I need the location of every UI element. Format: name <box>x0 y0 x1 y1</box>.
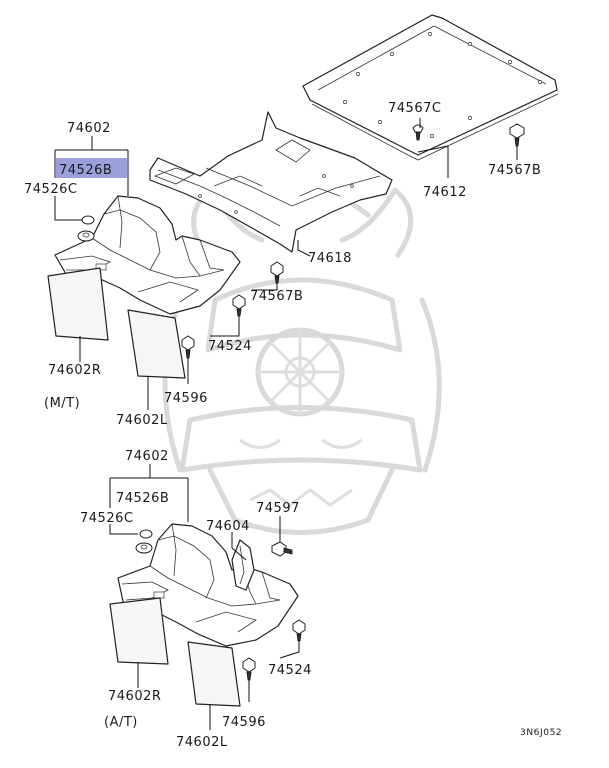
part-74612-carpet[interactable] <box>302 14 559 161</box>
label-mt-74567B-mid[interactable]: 74567B <box>250 289 303 304</box>
part-74602-at-floor-cover[interactable] <box>117 523 299 647</box>
part-74618-floor-insulator[interactable] <box>149 111 393 253</box>
label-mt-74524[interactable]: 74524 <box>208 339 252 354</box>
label-at-74602[interactable]: 74602 <box>125 449 169 464</box>
label-at-74596[interactable]: 74596 <box>222 715 266 730</box>
leader-lines <box>54 118 518 730</box>
part-74602L-at-pad[interactable] <box>187 641 241 707</box>
part-74526C-at-nut[interactable] <box>135 529 153 554</box>
label-mt-74526B[interactable]: 74526B <box>59 163 112 178</box>
part-74596-mt-screw[interactable] <box>181 335 195 359</box>
watermark-samurai-logo <box>162 157 442 535</box>
label-mt-74618[interactable]: 74618 <box>308 251 352 266</box>
label-at-74524[interactable]: 74524 <box>268 663 312 678</box>
part-74524-mt-clip[interactable] <box>232 294 246 317</box>
label-at-74597[interactable]: 74597 <box>256 501 300 516</box>
part-74602R-at-pad[interactable] <box>109 597 169 665</box>
label-mt-74596[interactable]: 74596 <box>164 391 208 406</box>
part-74602R-mt-pad[interactable] <box>47 267 109 341</box>
part-74602L-mt-pad[interactable] <box>127 309 186 379</box>
label-mt-74567C[interactable]: 74567C <box>388 101 441 116</box>
label-at-74526B[interactable]: 74526B <box>116 491 169 506</box>
label-at-74602L[interactable]: 74602L <box>176 735 228 750</box>
diagram-code: 3N6J052 <box>520 728 562 738</box>
label-mt-74526C[interactable]: 74526C <box>24 182 77 197</box>
label-at-74526C[interactable]: 74526C <box>80 511 133 526</box>
label-at-variant: (A/T) <box>104 715 138 730</box>
part-74526C-mt-nut[interactable] <box>77 215 95 242</box>
label-mt-74567B-top[interactable]: 74567B <box>488 163 541 178</box>
label-mt-74602L[interactable]: 74602L <box>116 413 168 428</box>
label-mt-74602R[interactable]: 74602R <box>48 363 101 378</box>
part-74596-at-screw[interactable] <box>242 657 256 681</box>
part-74567B-clip-mid[interactable] <box>270 261 284 284</box>
part-74602-mt-floor-cover[interactable] <box>54 195 241 315</box>
labels: 74602 74526B 74526C 74567C 74567B 74612 … <box>24 101 562 750</box>
part-74597-at-bolt[interactable] <box>271 541 293 557</box>
part-74567B-clip-top[interactable] <box>509 123 525 147</box>
part-74524-at-clip[interactable] <box>292 619 306 642</box>
label-mt-variant: (M/T) <box>44 396 80 411</box>
highlight-74526B <box>56 158 127 178</box>
label-at-74602R[interactable]: 74602R <box>108 689 161 704</box>
label-mt-74602[interactable]: 74602 <box>67 121 111 136</box>
label-at-74604[interactable]: 74604 <box>206 519 250 534</box>
label-mt-74612[interactable]: 74612 <box>423 185 467 200</box>
